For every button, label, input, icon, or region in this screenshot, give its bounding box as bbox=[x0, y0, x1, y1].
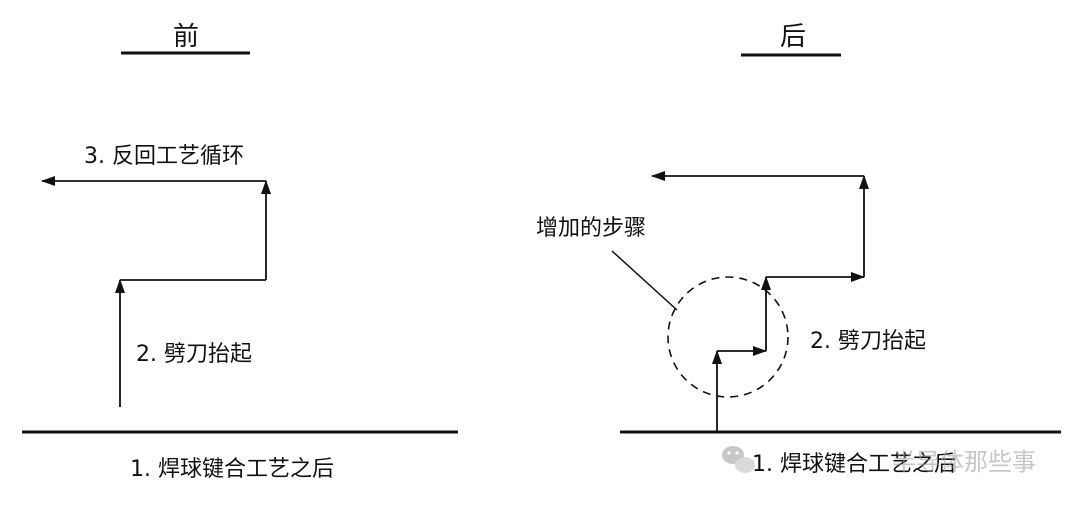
watermark-text: 半导体那些事 bbox=[892, 448, 1036, 476]
watermark: 半导体那些事 bbox=[722, 446, 1036, 476]
before-step1-label: 1. 焊球键合工艺之后 bbox=[130, 457, 334, 482]
before-step3-label: 3. 反回工艺循环 bbox=[84, 144, 244, 169]
after-added-step-label: 增加的步骤 bbox=[536, 216, 646, 241]
after-panel: 后 增加的步骤 2. 劈刀抬起 1. 焊球键合工艺之后 bbox=[536, 22, 1061, 477]
before-step2-label: 2. 劈刀抬起 bbox=[136, 342, 252, 367]
before-panel: 前 3. 反回工艺循环 2. 劈刀抬起 1. 焊球键合工艺之后 bbox=[22, 22, 458, 482]
wechat-icon bbox=[722, 446, 755, 473]
after-step2-label: 2. 劈刀抬起 bbox=[810, 329, 926, 354]
before-title: 前 bbox=[173, 22, 199, 52]
after-title: 后 bbox=[780, 22, 806, 52]
after-step1-label: 1. 焊球键合工艺之后 bbox=[752, 452, 956, 477]
after-added-step-leader bbox=[611, 250, 678, 311]
after-added-step-circle bbox=[667, 276, 789, 398]
